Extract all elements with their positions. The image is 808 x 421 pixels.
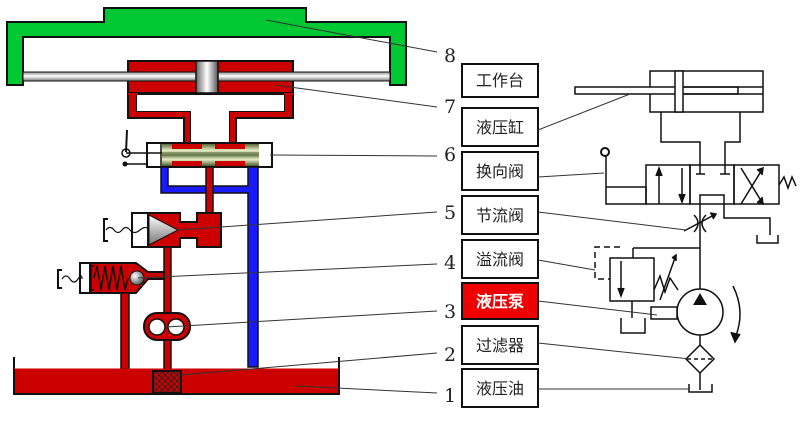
pump-outlet-line [163, 246, 172, 319]
label-filter: 过滤器 [476, 336, 524, 355]
component-numbers: 8 7 6 5 4 3 2 1 [444, 45, 456, 407]
pressure-line [205, 166, 214, 214]
number-7: 7 [444, 96, 456, 118]
leader-lines-right [537, 93, 691, 390]
label-directional-valve: 换向阀 [476, 162, 524, 181]
schematic-filter [684, 343, 716, 393]
label-oil: 液压油 [476, 379, 524, 398]
label-pump-highlighted: 液压泵 [476, 292, 524, 311]
label-throttle-valve: 节流阀 [476, 206, 524, 225]
filter [152, 370, 182, 394]
number-6: 6 [444, 144, 456, 166]
number-2: 2 [444, 344, 456, 366]
number-4: 4 [444, 252, 456, 274]
number-5: 5 [444, 202, 456, 224]
schematic-directional-valve [600, 147, 797, 206]
label-boxes: 工作台 液压缸 换向阀 节流阀 溢流阀 液压泵 过滤器 液压油 [461, 63, 539, 408]
return-line [160, 166, 259, 368]
pump [143, 312, 191, 371]
directional-valve [121, 129, 273, 168]
number-1: 1 [444, 385, 456, 407]
throttle-valve [103, 212, 222, 248]
schematic-pump [650, 285, 741, 345]
label-relief-valve: 溢流阀 [476, 250, 524, 269]
label-cylinder: 液压缸 [476, 118, 524, 137]
relief-valve [57, 262, 165, 370]
number-3: 3 [444, 301, 456, 323]
label-worktable: 工作台 [476, 71, 524, 90]
schematic-relief-valve [594, 246, 700, 334]
schematic-throttle-valve [683, 204, 718, 300]
number-8: 8 [444, 45, 456, 67]
schematic [574, 70, 797, 393]
piston [195, 60, 219, 94]
leader-lines-left [137, 19, 438, 394]
schematic-cylinder [574, 70, 764, 113]
